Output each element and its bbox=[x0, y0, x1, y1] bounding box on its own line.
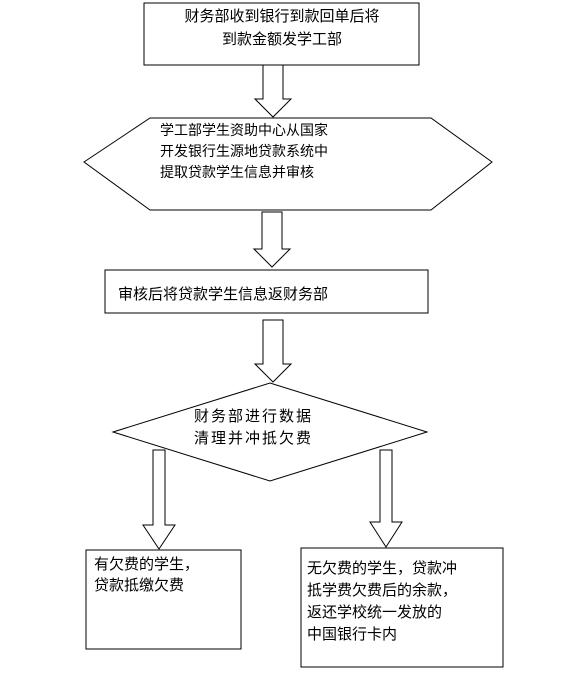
node-diamond-n4 bbox=[111, 382, 429, 482]
node-box-n6 bbox=[300, 547, 504, 668]
arrow-n3-n4 bbox=[253, 319, 293, 383]
arrow-n1-n2 bbox=[253, 64, 293, 118]
arrow-n4-n5 bbox=[142, 449, 176, 550]
arrow-n2-n3 bbox=[252, 211, 292, 268]
node-label-n5: 有欠费的学生， 贷款抵缴欠费 bbox=[94, 555, 200, 594]
node-label-n6: 无欠费的学生，贷款冲 抵学费欠费后的余款， 返还学校统一发放的 中国银行卡内 bbox=[307, 559, 458, 643]
node-box-n1 bbox=[143, 2, 420, 66]
node-label-n1: 财务部收到银行到款回单后将 到款金额发学工部 bbox=[184, 7, 380, 48]
node-label-n4: 财务部进行数据 清理并冲抵欠费 bbox=[194, 407, 314, 447]
node-label-n3: 审核后将贷款学生信息返财务部 bbox=[118, 285, 329, 303]
arrow-n4-n6 bbox=[369, 449, 403, 548]
node-box-n3 bbox=[104, 269, 429, 314]
node-hexagon-n2 bbox=[83, 117, 493, 211]
node-box-n5 bbox=[85, 549, 242, 650]
node-label-n2: 学工部学生资助中心从国家 开发银行生源地贷款系统中 提取贷款学生信息并审核 bbox=[160, 123, 328, 181]
